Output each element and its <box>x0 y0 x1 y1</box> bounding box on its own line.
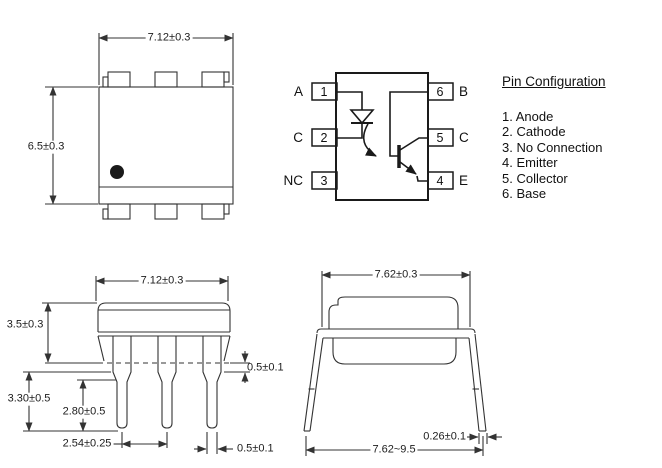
schematic-pin5-number: 5 <box>436 130 444 145</box>
front-view-lead-inner-length-label: 2.80±0.5 <box>60 405 108 419</box>
schematic-pin3-number: 3 <box>320 173 328 188</box>
side-view-lead-thickness-label: 0.26±0.1 <box>423 430 466 443</box>
pin-configuration-item-5: 5. Collector <box>502 171 568 186</box>
front-view-body-height-dimension <box>42 302 97 363</box>
pin-configuration-item-6: 6. Base <box>502 186 547 201</box>
schematic-drawing <box>311 72 454 201</box>
front-view-lead-inner-length-dimension <box>77 379 116 432</box>
side-view-legs <box>303 333 487 432</box>
top-view-lower-pins <box>102 203 230 220</box>
phototransistor-symbol <box>389 91 428 182</box>
pin-configuration-item-1: 1. Anode <box>502 109 554 124</box>
led-symbol <box>337 91 375 139</box>
side-view-lower-body <box>332 338 457 365</box>
schematic-pin1-number: 1 <box>320 84 328 99</box>
pin1-index-dot <box>110 165 124 179</box>
pin-configuration-item-2: 2. Cathode <box>502 124 566 139</box>
schematic-pin4-number: 4 <box>436 173 444 188</box>
front-view-pitch-label: 2.54±0.25 <box>60 437 114 451</box>
front-view-body <box>97 302 231 362</box>
schematic-pin4-label: E <box>459 173 469 189</box>
pin-configuration-title: Pin Configuration <box>502 74 606 89</box>
pin-configuration-item-3: 3. No Connection <box>502 140 603 155</box>
side-view-lead-bar <box>316 328 476 339</box>
schematic-pin-boxes <box>311 82 454 190</box>
schematic-pin6-label: B <box>459 84 469 100</box>
front-view-body-height-label: 3.5±0.3 <box>4 318 46 332</box>
front-view-lead-width-dimension <box>194 432 233 454</box>
front-view-standoff-dimension <box>224 351 250 383</box>
schematic-pin6-number: 6 <box>436 84 444 99</box>
top-view-height-label: 6.5±0.3 <box>25 140 67 154</box>
schematic-pin5-label: C <box>459 130 469 146</box>
top-view-upper-pins <box>102 71 230 88</box>
front-view-lead-width-label: 0.5±0.1 <box>237 442 274 455</box>
schematic-pin2-number: 2 <box>320 130 328 145</box>
side-view-upper-body <box>328 296 459 329</box>
front-view-lead-length-label: 3.30±0.5 <box>5 392 53 406</box>
front-view-width-label: 7.12±0.3 <box>138 274 186 288</box>
front-view-leads <box>112 336 222 429</box>
pin-configuration-item-4: 4. Emitter <box>502 155 558 170</box>
top-view-drawing <box>45 33 234 220</box>
top-view-width-label: 7.12±0.3 <box>145 31 193 45</box>
front-view-drawing <box>23 276 250 454</box>
side-view-lead-span-label: 7.62~9.5 <box>370 443 418 457</box>
schematic-pin2-label: C <box>293 130 303 146</box>
side-view-width-label: 7.62±0.3 <box>372 268 420 282</box>
side-view-drawing <box>303 271 502 456</box>
front-view-standoff-label: 0.5±0.1 <box>247 361 284 374</box>
front-view-pitch-dimension <box>111 432 168 448</box>
schematic-pin3-label: NC <box>283 173 304 189</box>
side-view-lead-thickness-dimension <box>467 433 502 444</box>
schematic-pin1-label: A <box>293 84 303 100</box>
light-arrow <box>362 123 377 157</box>
